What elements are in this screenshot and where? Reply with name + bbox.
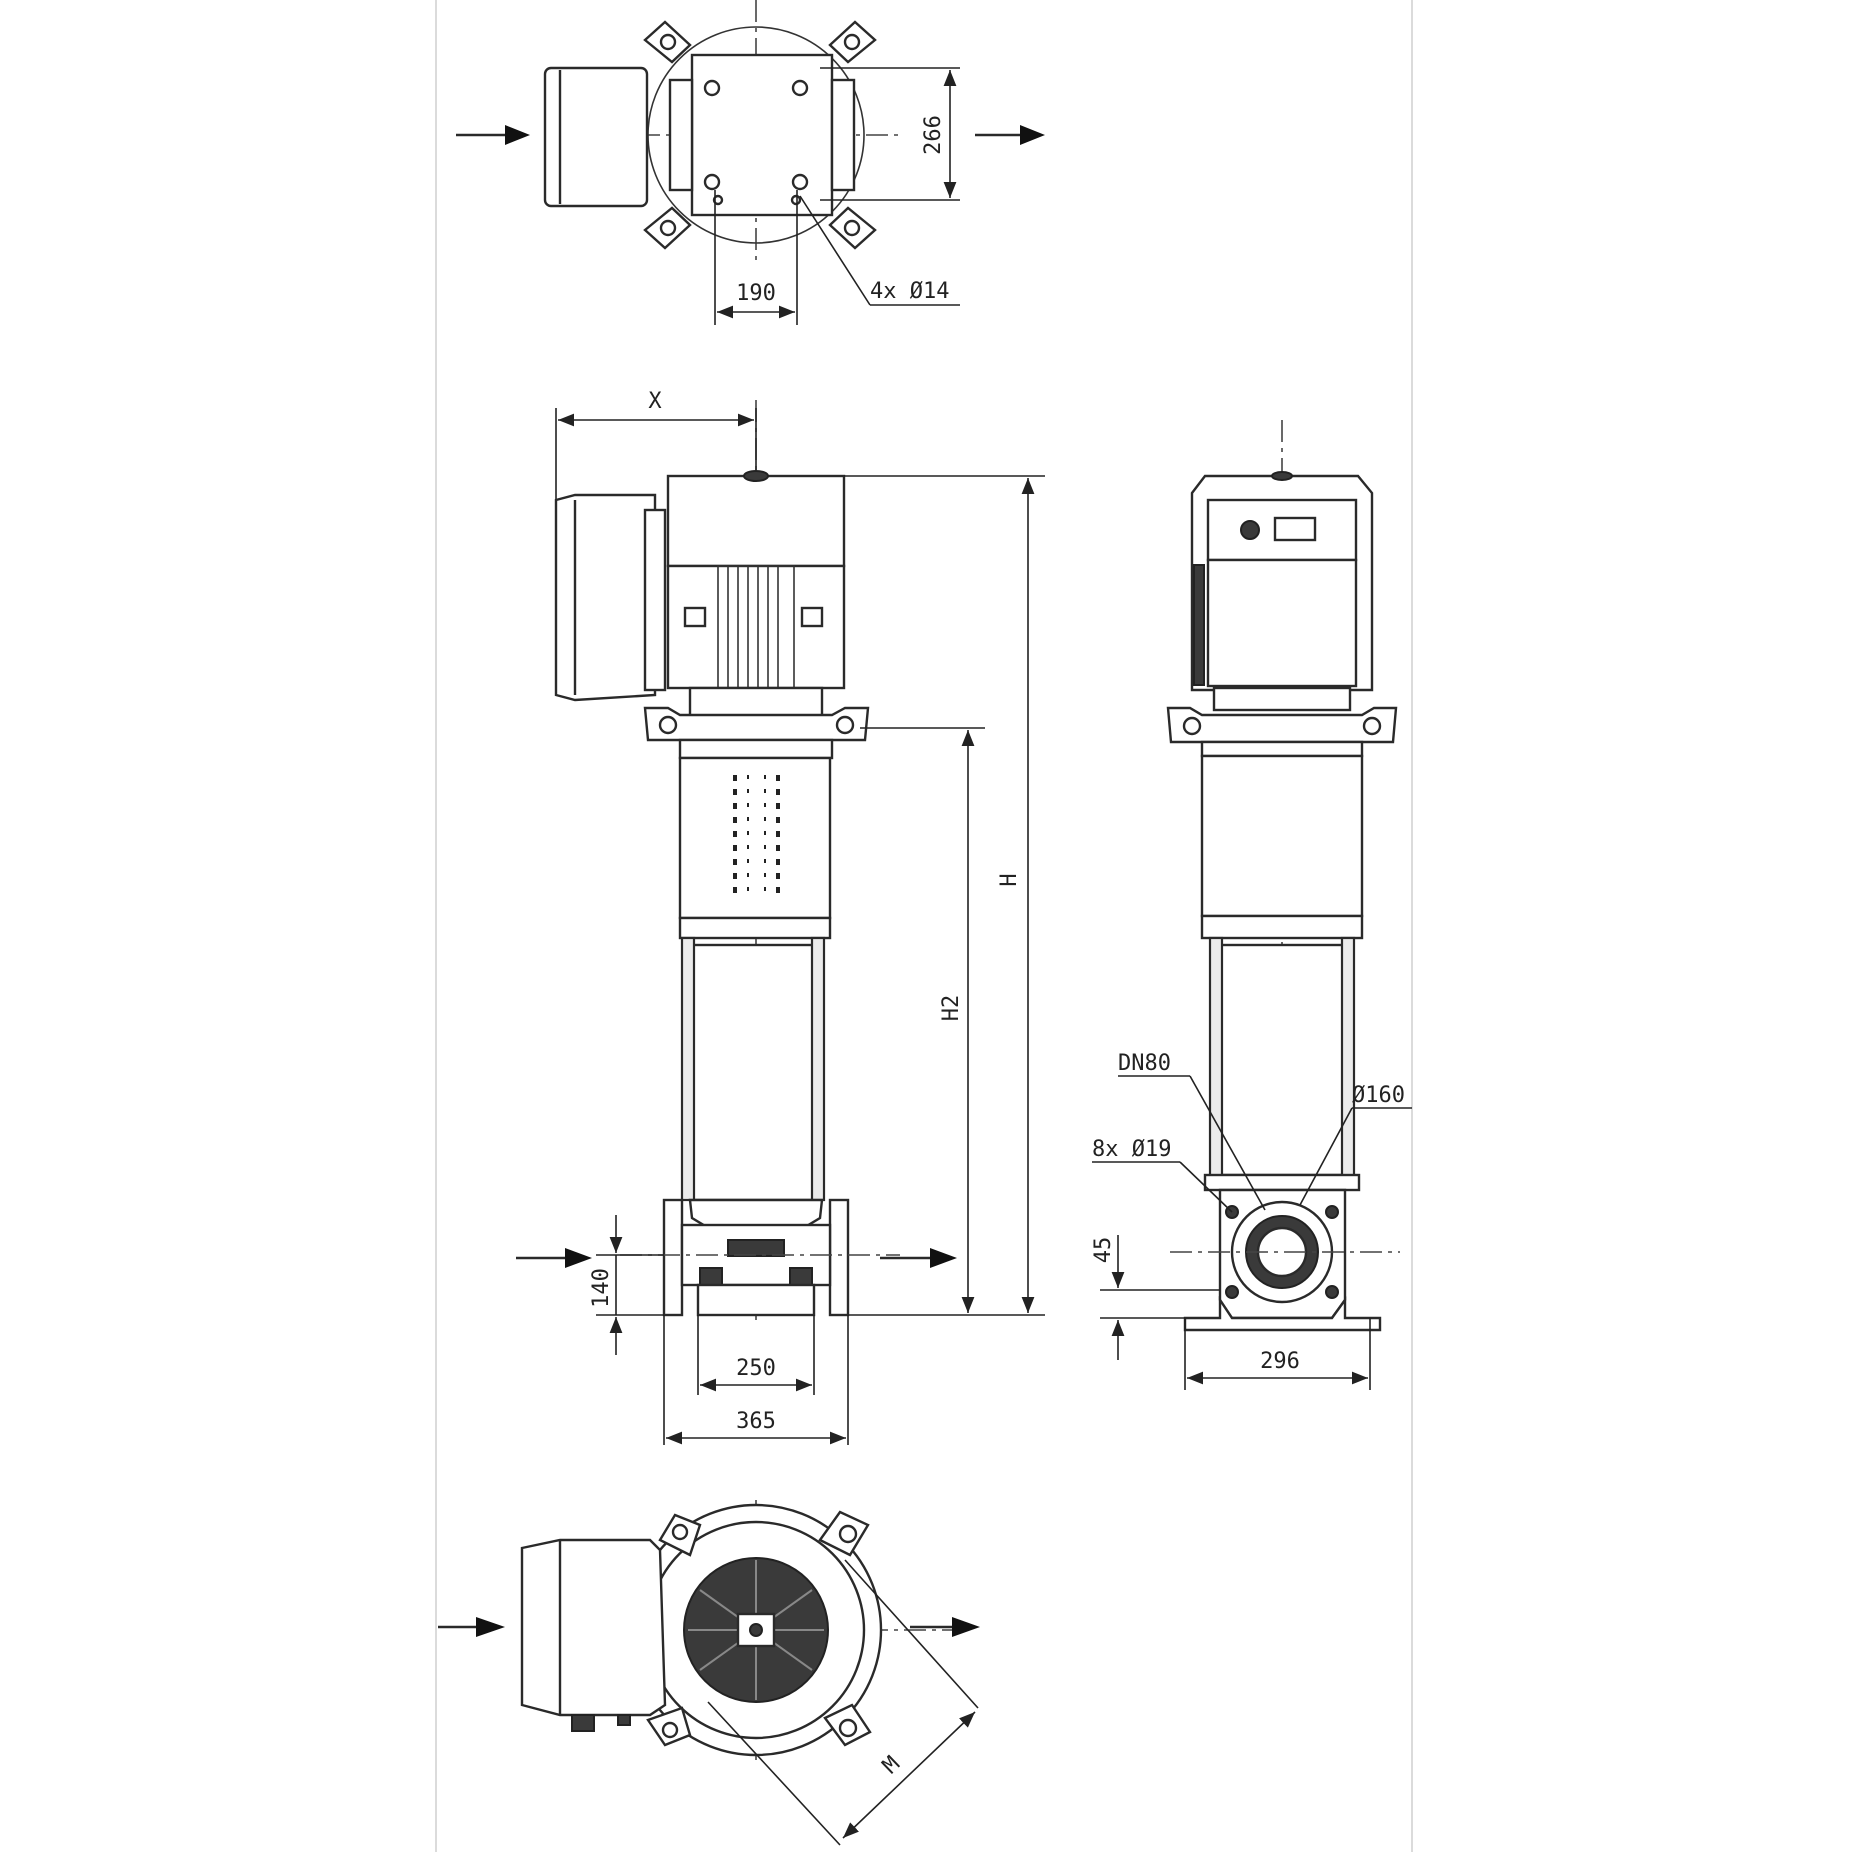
- front-view: X: [516, 389, 1045, 1445]
- base-bolt-holes: [703, 79, 809, 206]
- outlet-arrow-icon: [930, 1248, 957, 1268]
- motor-stool-flange: [1166, 706, 1398, 744]
- inlet-arrow-icon: [505, 125, 530, 145]
- stage-casing: [688, 943, 824, 1202]
- dim-h-label: H: [997, 873, 1022, 886]
- dim-45-label: 45: [1091, 1237, 1116, 1264]
- inlet-flange: [662, 1198, 684, 1317]
- motor-body: [1206, 558, 1358, 688]
- terminal-box: [554, 493, 657, 702]
- bolt-holes-label: 8x Ø19: [1092, 1137, 1171, 1162]
- dim-266-label: 266: [921, 115, 946, 155]
- inlet-arrow-icon: [476, 1617, 505, 1637]
- base-plate: [696, 1283, 816, 1317]
- bottom-view: M: [438, 1500, 980, 1846]
- tie-rod-right: [1340, 936, 1356, 1180]
- terminal-box: [543, 66, 649, 208]
- side-view: DN80 Ø160 8x Ø19 45 296: [1091, 420, 1412, 1390]
- dim-365-label: 365: [736, 1409, 776, 1434]
- top-view: 266 190 4x Ø14: [456, 0, 1045, 325]
- outlet-arrow-icon: [1020, 125, 1045, 145]
- outlet-arrow-icon: [952, 1617, 980, 1637]
- pump-foot-plate: [690, 53, 834, 217]
- outlet-flange: [828, 1198, 850, 1317]
- fan-hub: [736, 1612, 776, 1648]
- dim-190-label: 190: [736, 281, 776, 306]
- dim-296-label: 296: [1260, 1349, 1300, 1374]
- stage-casing: [1216, 943, 1348, 1177]
- holes-callout-label: 4x Ø14: [870, 279, 949, 304]
- inlet-arrow-icon: [565, 1248, 592, 1268]
- dim-140-label: 140: [589, 1268, 614, 1308]
- control-knob-icon: [1240, 520, 1260, 540]
- display-icon: [1273, 516, 1317, 542]
- motor-top-housing: [666, 474, 846, 568]
- mounting-lugs: [643, 20, 877, 250]
- bolt-circle-label: Ø160: [1352, 1083, 1405, 1108]
- coupling-guard: [678, 756, 832, 920]
- terminal-box: [520, 1538, 667, 1717]
- tie-rod-right: [810, 936, 826, 1202]
- flange-size-label: DN80: [1118, 1051, 1171, 1076]
- dim-h2-label: H2: [939, 995, 964, 1022]
- dim-x-label: X: [648, 389, 662, 414]
- coupling-guard: [1200, 754, 1364, 918]
- dim-m-label: M: [878, 1752, 905, 1779]
- base-feet: [1183, 1296, 1382, 1332]
- tie-rod-left: [680, 936, 696, 1202]
- tie-rod-left: [1208, 936, 1224, 1180]
- control-panel: [1206, 498, 1358, 562]
- dim-250-label: 250: [736, 1356, 776, 1381]
